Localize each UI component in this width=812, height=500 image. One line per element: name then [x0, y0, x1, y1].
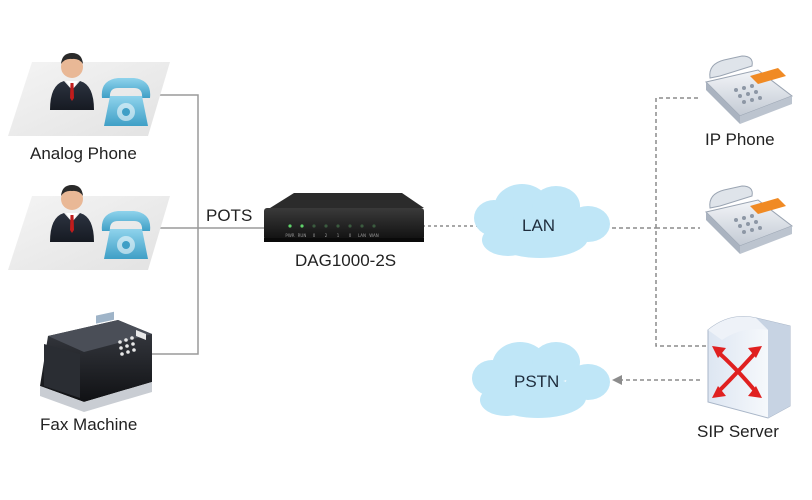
pots-label: POTS	[206, 206, 253, 225]
gateway-panel-text: RUN	[298, 233, 307, 238]
gateway-led	[348, 224, 352, 228]
connection-lines	[150, 94, 706, 385]
sip-server-icon	[707, 316, 791, 419]
businessman-icon	[50, 185, 94, 242]
ip-phone-icon	[705, 55, 794, 124]
gateway-panel-text: 0	[313, 233, 316, 238]
sip-pstn-arrowhead	[612, 375, 622, 385]
analog-phone-label: Analog Phone	[30, 144, 137, 163]
gateway-led	[336, 224, 340, 228]
gateway-led	[360, 224, 364, 228]
businessman-icon	[50, 53, 94, 110]
analog-phone-2	[8, 185, 170, 270]
pstn-label: PSTN	[514, 372, 560, 391]
analog-phone-1	[8, 53, 170, 136]
ip-phone-label: IP Phone	[705, 130, 775, 149]
gateway-panel-text: 1	[337, 233, 340, 238]
ip-phone-1-link	[655, 97, 706, 347]
gateway-panel-text: WAN	[369, 233, 378, 238]
handset-icon	[101, 78, 151, 126]
gateway-panel-text: 2	[325, 233, 328, 238]
ip-phone-icon	[705, 185, 794, 254]
gateway-panel-text: 0	[349, 233, 352, 238]
gateway-led	[288, 224, 292, 228]
pstn-cloud-icon	[472, 342, 610, 418]
gateway-led	[324, 224, 328, 228]
sip-server-label: SIP Server	[697, 422, 779, 441]
gateway-led	[312, 224, 316, 228]
lan-cloud-icon	[474, 184, 610, 258]
fax-machine-icon	[40, 311, 152, 412]
gateway-panel-text: LAN	[358, 233, 366, 238]
fax-link	[150, 228, 199, 355]
gateway-led	[300, 224, 304, 228]
lan-label: LAN	[522, 216, 556, 235]
analog-phone-1-link	[150, 94, 199, 228]
handset-icon	[101, 211, 151, 259]
fax-machine-label: Fax Machine	[40, 415, 138, 434]
gateway-led	[372, 224, 376, 228]
gateway-label: DAG1000-2S	[295, 251, 397, 270]
gateway-panel-text: PWR	[285, 233, 294, 238]
